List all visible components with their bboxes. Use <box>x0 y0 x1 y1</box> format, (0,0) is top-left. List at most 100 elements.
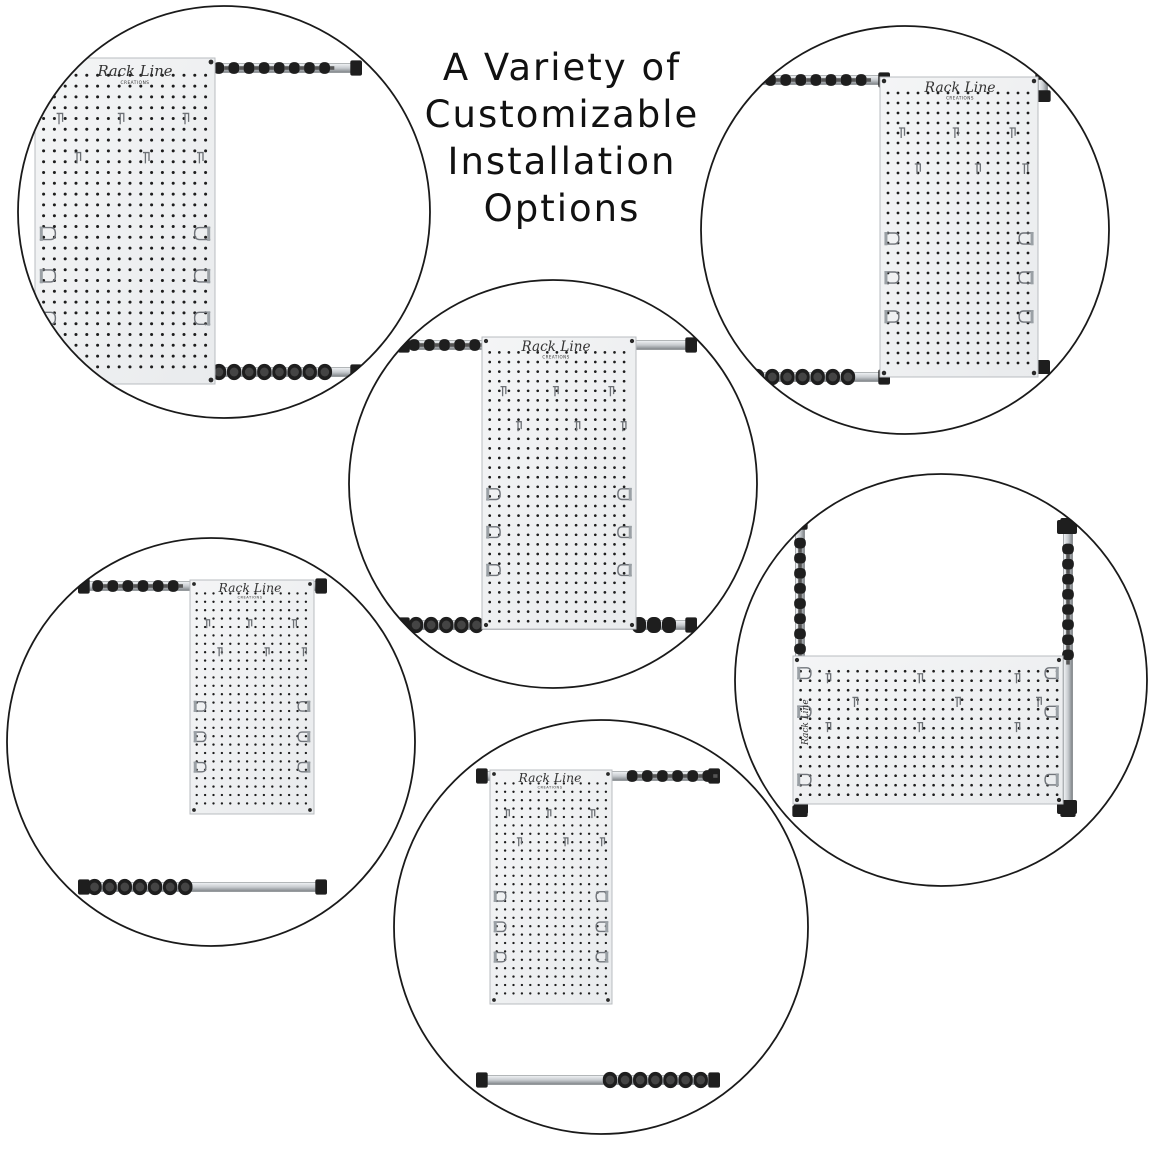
peg-hole <box>42 235 46 239</box>
peg-hole <box>503 883 507 886</box>
peg-hole <box>1026 291 1030 295</box>
peg-hole <box>1016 101 1020 105</box>
peg-hole <box>613 447 616 450</box>
peg-hole <box>220 802 224 805</box>
peg-hole <box>287 617 291 620</box>
peg-hole <box>526 485 530 489</box>
peg-hole <box>970 717 973 721</box>
peg-hole <box>1027 755 1030 759</box>
peg-hole <box>507 600 511 604</box>
peg-hole <box>827 745 831 749</box>
peg-hole <box>212 726 215 729</box>
peg-hole <box>622 552 626 556</box>
peg-hole <box>986 241 990 245</box>
peg-hole <box>279 600 282 603</box>
peg-hole <box>587 916 591 919</box>
peg-hole <box>1046 688 1049 692</box>
peg-hole <box>896 331 900 335</box>
peg-hole <box>996 361 1000 365</box>
peg-hole <box>1016 141 1020 145</box>
peg-hole <box>579 841 582 844</box>
peg-hole <box>193 149 197 153</box>
wire-holder-icon <box>595 951 609 963</box>
peg-hole <box>1006 331 1010 335</box>
peg-hole <box>903 783 907 787</box>
peg-hole <box>279 768 282 771</box>
peg-hole <box>996 171 1000 175</box>
peg-hole <box>603 456 607 460</box>
peg-hole <box>545 495 549 498</box>
peg-hole <box>52 127 56 131</box>
peg-hole <box>1027 745 1030 749</box>
peg-hole <box>926 261 930 265</box>
peg-hole <box>526 581 530 585</box>
peg-hole <box>271 625 274 629</box>
peg-hole <box>304 743 308 746</box>
peg-hole <box>203 625 207 629</box>
peg-hole <box>896 111 900 115</box>
peg-hole <box>941 755 945 759</box>
peg-hole <box>946 311 950 315</box>
mount-screw <box>208 377 214 383</box>
peg-hole <box>536 619 540 623</box>
peg-hole <box>503 941 507 945</box>
wire-holder-icon <box>486 526 501 539</box>
option-circle-border <box>700 25 1110 435</box>
peg-hole <box>584 370 588 373</box>
peg-hole <box>584 399 588 402</box>
peg-hole <box>956 241 960 245</box>
peg-hole <box>254 709 257 713</box>
peg-hole <box>926 131 930 135</box>
peg-hole <box>193 354 197 358</box>
rail-clip-link <box>1066 660 1070 665</box>
peg-hole <box>536 533 540 537</box>
peg-hole <box>916 221 920 225</box>
peg-hole <box>884 707 888 711</box>
peg-hole <box>497 619 501 623</box>
peg-hook-icon <box>204 619 211 629</box>
peg-hole <box>604 933 608 936</box>
peg-hole <box>951 793 954 797</box>
peg-hole <box>596 849 599 852</box>
peg-hole <box>262 785 266 788</box>
peg-hole <box>960 764 964 768</box>
peg-hole <box>171 268 175 272</box>
peg-hole <box>1006 351 1010 355</box>
peg-hole <box>106 257 110 261</box>
peg-hole <box>296 802 299 805</box>
peg-hole <box>245 634 249 637</box>
peg-hole <box>886 301 890 305</box>
peg-hole <box>117 127 121 131</box>
pegboard-panel <box>879 76 1039 378</box>
peg-hole <box>996 161 1000 165</box>
peg-hole <box>254 701 257 704</box>
peg-hole <box>865 707 869 711</box>
peg-hole <box>579 925 582 928</box>
peg-hole <box>1016 221 1020 225</box>
rail-clip-link <box>299 66 305 70</box>
peg-hole <box>906 121 910 125</box>
peg-hole <box>117 149 121 153</box>
peg-hole <box>837 707 840 711</box>
peg-hole <box>495 983 498 987</box>
peg-hole <box>262 743 266 746</box>
peg-hole <box>818 707 821 711</box>
peg-hole <box>245 592 249 595</box>
peg-hole <box>1036 688 1040 692</box>
peg-hole <box>1046 698 1049 702</box>
heading-line: Customizable <box>424 93 700 136</box>
rail-end-cap <box>708 1072 720 1088</box>
peg-hole <box>63 235 67 239</box>
peg-hole <box>1036 726 1040 730</box>
peg-hole <box>989 783 992 787</box>
mount-screw <box>192 808 196 812</box>
peg-hole <box>245 793 249 797</box>
peg-hole <box>996 111 1000 115</box>
peg-hole <box>1027 698 1030 702</box>
peg-hole <box>562 941 566 945</box>
peg-hole <box>139 246 143 250</box>
peg-hole <box>1026 181 1030 185</box>
peg-hole <box>926 301 930 305</box>
peg-hole <box>182 95 186 99</box>
